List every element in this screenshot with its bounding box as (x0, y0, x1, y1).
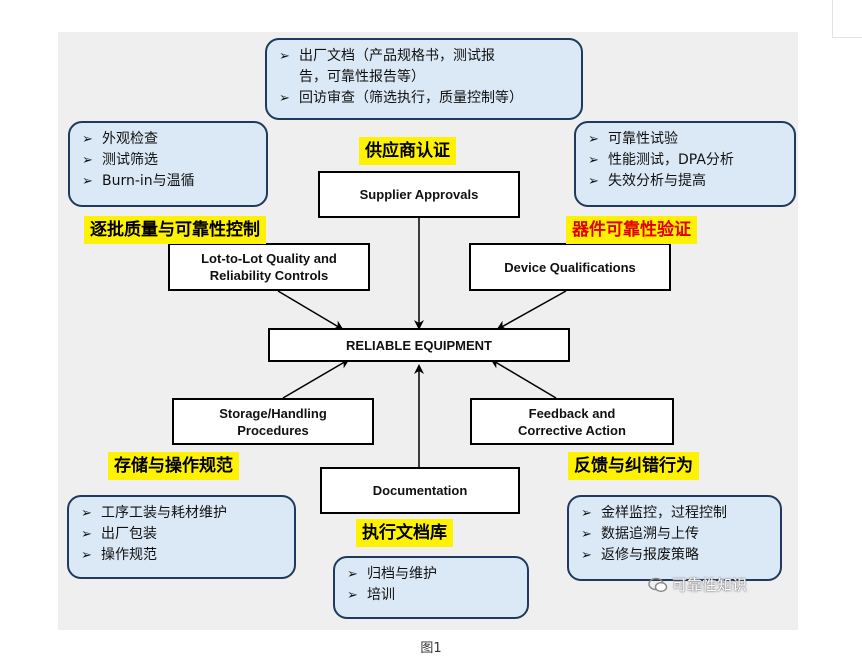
highlight-lot: 逐批质量与可靠性控制 (84, 216, 266, 244)
feedback-action-box: Feedback and Corrective Action (470, 398, 674, 445)
feedback-action-label-2: Corrective Action (518, 422, 626, 438)
note-right-top: 可靠性试验 性能测试，DPA分析 失效分析与提高 (574, 121, 796, 207)
wechat-icon (648, 577, 668, 592)
arrow-device (496, 290, 567, 330)
note-right-bottom-item: 金样监控，过程控制 (581, 503, 770, 524)
note-top-item-2: 回访审查（筛选执行，质量控制等） (279, 88, 571, 109)
arrow-lot (277, 290, 344, 331)
device-qualifications-label: Device Qualifications (504, 259, 636, 275)
note-left-bottom: 工序工装与耗材维护 出厂包装 操作规范 (67, 495, 296, 579)
highlight-storage: 存储与操作规范 (108, 452, 239, 480)
lot-controls-label-2: Reliability Controls (209, 268, 329, 283)
note-right-top-item: 可靠性试验 (588, 129, 784, 150)
note-left-top-item: Burn-in与温循 (82, 171, 256, 192)
lot-controls-label-1: Lot-to-Lot Quality and (201, 251, 337, 266)
watermark: 可靠性知识 (648, 574, 747, 595)
storage-handling-label-1: Storage/Handling (219, 405, 327, 421)
highlight-feedback: 反馈与纠错行为 (568, 452, 699, 480)
documentation-box: Documentation (320, 467, 520, 514)
supplier-approvals-label: Supplier Approvals (359, 187, 479, 202)
note-bottom-item: 归档与维护 (347, 564, 517, 585)
figure-caption: 图1 (420, 641, 442, 656)
storage-handling-label-2: Procedures (237, 422, 309, 438)
feedback-action-label-1: Feedback and (528, 405, 616, 421)
arrow-storage (282, 358, 350, 399)
watermark-text: 可靠性知识 (672, 576, 748, 594)
note-left-bottom-item: 出厂包装 (81, 524, 284, 545)
note-right-top-item: 性能测试，DPA分析 (588, 150, 784, 171)
note-left-bottom-item: 工序工装与耗材维护 (81, 503, 284, 524)
note-right-top-item: 失效分析与提高 (588, 171, 784, 192)
arrow-feedback (490, 358, 557, 399)
note-left-top: 外观检查 测试筛选 Burn-in与温循 (68, 121, 268, 207)
reliable-equipment-box: RELIABLE EQUIPMENT (268, 328, 570, 362)
lot-controls-box: Lot-to-Lot Quality and Reliability Contr… (168, 243, 370, 291)
corner-tab[interactable] (832, 0, 862, 38)
note-right-bottom-item: 数据追溯与上传 (581, 524, 770, 545)
note-left-bottom-item: 操作规范 (81, 545, 284, 566)
note-left-top-item: 外观检查 (82, 129, 256, 150)
highlight-device: 器件可靠性验证 (566, 216, 697, 244)
supplier-approvals-box: Supplier Approvals (318, 171, 520, 218)
device-qualifications-box: Device Qualifications (469, 243, 671, 291)
note-bottom-item: 培训 (347, 585, 517, 606)
storage-handling-box: Storage/Handling Procedures (172, 398, 374, 445)
documentation-label: Documentation (372, 483, 468, 498)
reliable-equipment-label: RELIABLE EQUIPMENT (346, 337, 492, 353)
note-right-bottom-item: 返修与报废策略 (581, 545, 770, 566)
highlight-supplier: 供应商认证 (359, 137, 456, 165)
note-bottom: 归档与维护 培训 (333, 556, 529, 619)
note-left-top-item: 测试筛选 (82, 150, 256, 171)
highlight-documentation: 执行文档库 (356, 519, 453, 547)
note-right-bottom: 金样监控，过程控制 数据追溯与上传 返修与报废策略 (567, 495, 782, 581)
